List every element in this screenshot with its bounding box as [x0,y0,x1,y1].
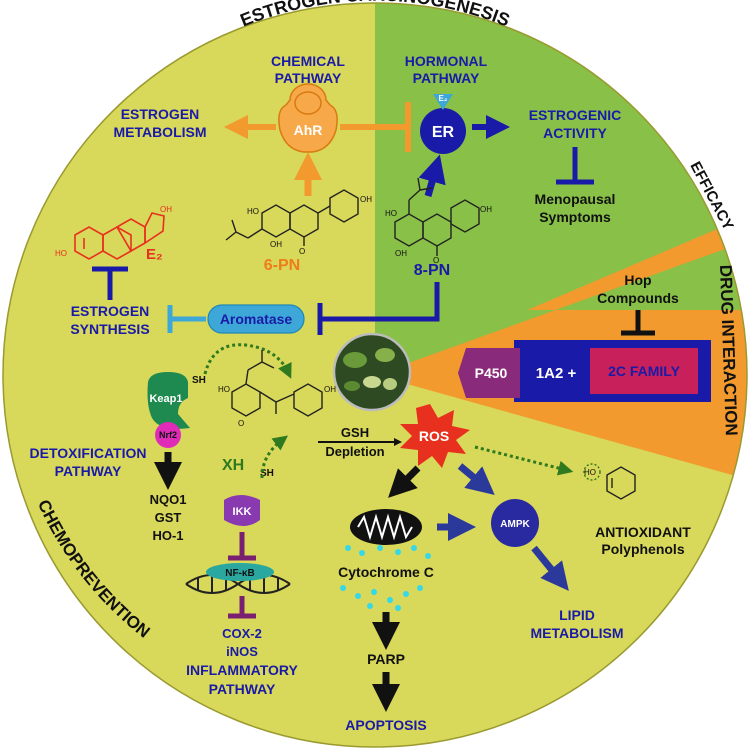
xh-label: XH [222,457,244,474]
ros-starburst [400,404,470,468]
inflammatory-label: INFLAMMATORY [186,662,298,678]
er-receptor [420,108,466,154]
two-c-family-label: 2C FAMILY [608,363,680,379]
cox2-label: COX-2 [222,626,262,641]
ampk-circle [491,499,539,547]
estrogen-metabolism-label-2: METABOLISM [113,124,206,140]
two-c-family-box [590,348,698,394]
antioxidant-label-1: ANTIOXIDANT [595,524,691,540]
chemical-pathway-label-1: CHEMICAL [271,53,345,69]
nfkb-ellipse [206,563,274,581]
ho1-label: HO-1 [152,528,183,543]
efficacy-sector-tail [375,240,747,375]
eight-pn-ho: HO [385,209,397,218]
hop-plant-photo [332,332,412,412]
hormonal-pathway-label-2: PATHWAY [413,70,480,86]
six-pn-oh2: OH [360,195,372,204]
detox-label-2: PATHWAY [55,463,122,479]
ikk-label: IKK [233,506,252,518]
detox-label-1: DETOXIFICATION [30,445,147,461]
six-pn-o: O [299,247,305,256]
inhibit-8pn-aromatase-line [322,282,440,322]
phenol-ho: HO [584,468,596,477]
eight-pn-o: O [433,256,439,265]
ampk-label: AMPK [500,519,530,530]
gsh-label: GSH [341,425,369,440]
antioxidant-label-2: Polyphenols [601,541,684,557]
e2-label: E₂ [146,246,163,263]
p450-label: P450 [475,365,508,381]
estradiol-ho: HO [55,249,67,258]
keap1-protein [147,372,190,429]
ikk-protein [224,495,260,526]
xanthohumol-molecule [231,350,323,417]
ahr-receptor [278,83,338,153]
sh-label-2: SH [260,468,274,479]
eight-pn-oh: OH [395,249,407,258]
nqo1-label: NQO1 [150,492,187,507]
nrf2-label: Nrf2 [159,430,177,440]
e2-triangle-icon [433,94,453,110]
eight-pn-label: 8-PN [414,262,450,279]
watermark: 知乎 @循证营养学 [594,709,736,729]
hop-compounds-label-1: Hop [624,272,651,288]
inos-label: iNOS [226,644,258,659]
e2-small-label: E₂ [439,94,448,103]
one-a2-label: 1A2 + [536,365,577,382]
ros-to-antioxidant-arrow [474,445,574,476]
eight-pn-oh2: OH [480,205,492,214]
six-pn-molecule [225,189,359,246]
xn-ho: HO [218,385,230,394]
sh-label-1: SH [192,375,206,386]
xn-oh: OH [324,385,336,394]
p450-shape [458,348,520,398]
apoptosis-label: APOPTOSIS [345,717,426,733]
chemical-pathway-label-2: PATHWAY [275,70,342,86]
inflammatory-pathway-label: PATHWAY [209,681,276,697]
arrow-ros-to-ampk [457,463,495,495]
estrogen-synthesis-label-2: SYNTHESIS [70,321,149,337]
xh-to-keap1-arrow [203,343,292,379]
estrogenic-activity-label-1: ESTROGENIC [529,107,622,123]
six-pn-ho1: HO [247,207,259,216]
gst-label: GST [155,510,182,525]
arrow-8pn-to-er [418,154,446,197]
ros-label: ROS [419,428,449,444]
estrogenic-activity-label-2: ACTIVITY [543,125,607,141]
hop-compounds-label-2: Compounds [597,290,679,306]
lipid-label-2: METABOLISM [530,625,623,641]
estradiol-oh: OH [160,205,172,214]
lipid-label-1: LIPID [559,607,595,623]
cytochrome-label: Cytochrome C [338,564,434,580]
nfkb-label: NF-κB [225,568,254,579]
hormonal-pathway-label-1: HORMONAL [405,53,488,69]
estradiol-molecule [74,212,165,260]
er-label: ER [432,124,455,141]
depletion-label: Depletion [325,444,384,459]
aromatase-label: Aromatase [220,311,293,327]
estrogen-metabolism-label-1: ESTROGEN [121,106,200,122]
arrow-ros-to-mito [388,465,421,498]
arrow-ampk-to-lipid [531,545,569,591]
parp-label: PARP [367,651,405,667]
cytochrome-dots [340,545,431,611]
menopausal-label-2: Symptoms [539,209,611,225]
nrf2-circle [155,422,181,448]
six-pn-oh: OH [270,240,282,249]
ahr-label: AhR [294,122,323,138]
six-pn-label: 6-PN [264,257,300,274]
menopausal-label-1: Menopausal [535,191,616,207]
eight-pn-molecule [394,177,480,256]
phenol-molecule [583,463,636,500]
keap1-label: Keap1 [149,393,182,405]
mitochondrion-icon [350,509,422,545]
estrogen-synthesis-label-1: ESTROGEN [71,303,150,319]
aromatase-pill [207,304,305,334]
xn-o: O [238,419,244,428]
